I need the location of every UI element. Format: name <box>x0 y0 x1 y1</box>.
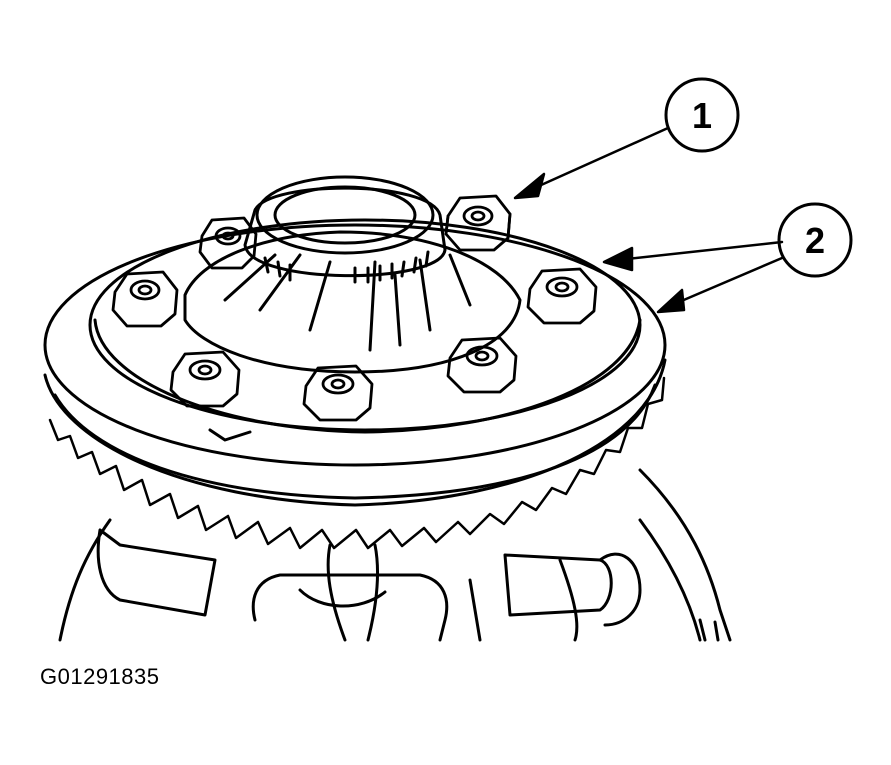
bolt-hex-4 <box>526 267 598 325</box>
bolt-hex-6 <box>302 364 374 422</box>
bolt-hex-2 <box>198 216 258 270</box>
callout-1: 1 <box>664 77 740 153</box>
leader-line-2b <box>670 256 784 307</box>
callout-2: 2 <box>777 202 853 278</box>
arrowhead-2b <box>656 288 686 314</box>
bolt-hex-5 <box>169 350 241 408</box>
ring-gear-bolts <box>111 194 598 422</box>
bolt-hex-1 <box>444 194 512 252</box>
leader-line-1 <box>528 126 670 192</box>
callout-leaders <box>513 126 784 314</box>
callout-number-1: 1 <box>692 95 712 136</box>
figure-id-label: G01291835 <box>40 664 160 689</box>
differential-housing <box>58 468 732 642</box>
bolt-hex-3 <box>111 270 179 328</box>
leader-line-2a <box>616 240 784 262</box>
callout-number-2: 2 <box>805 220 825 261</box>
center-hub <box>243 175 447 284</box>
bolt-hex-7 <box>446 336 518 394</box>
arrowhead-2a <box>602 246 634 272</box>
callout-circle-2 <box>777 202 853 278</box>
carrier-flange <box>88 218 642 442</box>
ring-gear <box>43 223 667 550</box>
arrowhead-1 <box>513 172 546 200</box>
callout-circle-1 <box>664 77 740 153</box>
